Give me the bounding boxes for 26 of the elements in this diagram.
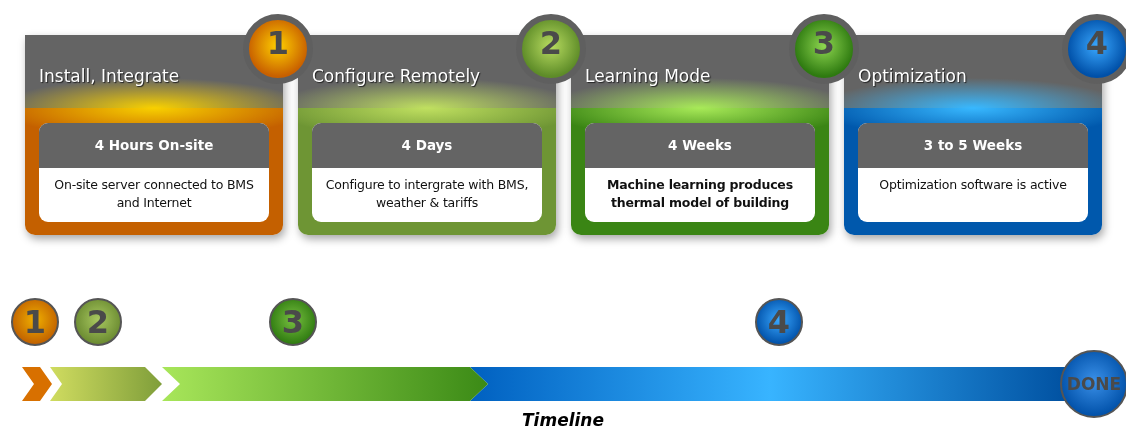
- step-title: Install, Integrate: [39, 66, 180, 86]
- step-detail-box: [585, 123, 815, 222]
- step-number-badge: 1: [243, 14, 313, 84]
- done-circle: DONE: [1060, 350, 1126, 418]
- step-detail-box: [312, 123, 542, 222]
- duration-header: 4 Hours On-site: [39, 123, 269, 168]
- step-detail-box: [858, 123, 1088, 222]
- timeline-marker: 2: [74, 298, 122, 346]
- step-number-badge: 2: [516, 14, 586, 84]
- description-text: Optimization software is active: [878, 176, 1068, 194]
- step-number-badge: 3: [789, 14, 859, 84]
- step-detail-box: [39, 123, 269, 222]
- description-text: Machine learning produces thermal model of building: [606, 176, 794, 212]
- duration-header: 4 Days: [312, 123, 542, 168]
- duration-header: 3 to 5 Weeks: [858, 123, 1088, 168]
- timeline-marker: 1: [11, 298, 59, 346]
- step-title: Learning Mode: [585, 66, 711, 86]
- step-title: Configure Remotely: [312, 66, 481, 86]
- step-title: Optimization: [858, 66, 967, 86]
- timeline-marker: 3: [269, 298, 317, 346]
- step-number-badge: 4: [1062, 14, 1126, 84]
- timeline-label: Timeline: [521, 410, 605, 430]
- description-text: Configure to intergrate with BMS, weather & tariffs: [324, 176, 530, 212]
- timeline-marker: 4: [755, 298, 803, 346]
- description-text: On-site server connected to BMS and Internet: [53, 176, 255, 212]
- duration-header: 4 Weeks: [585, 123, 815, 168]
